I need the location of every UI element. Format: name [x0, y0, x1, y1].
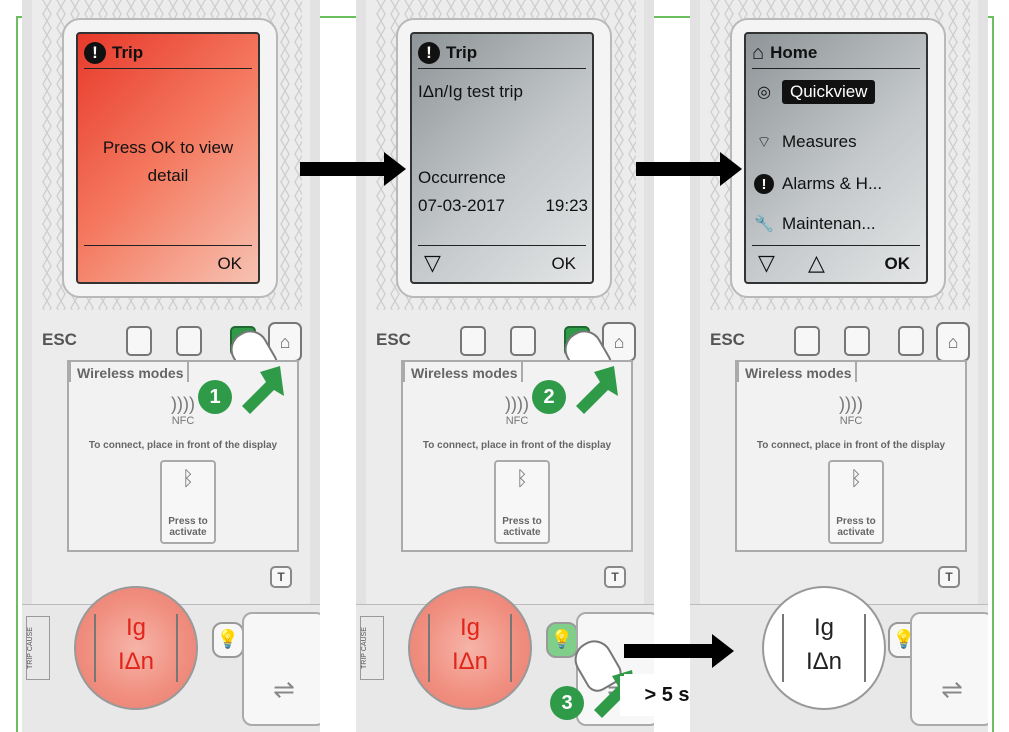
- flow-arrow-2: [636, 152, 742, 186]
- esc-label: ESC: [42, 330, 77, 349]
- keypad: ESC ⌂: [710, 322, 970, 362]
- wireless-tab: Wireless modes: [737, 360, 857, 382]
- bluetooth-icon: ᛒ: [182, 468, 194, 490]
- measures-icon: ⌔: [756, 134, 772, 151]
- nfc-icon: )))): [171, 394, 195, 414]
- flow-arrow-1: [300, 152, 406, 186]
- wireless-box: Wireless modes )))) NFC To connect, plac…: [735, 360, 967, 552]
- screen-title: Trip: [112, 43, 144, 62]
- wireless-tab: Wireless modes: [69, 360, 189, 382]
- connect-text: To connect, place in front of the displa…: [88, 440, 278, 451]
- up-icon: △: [808, 250, 825, 275]
- nfc-label: NFC: [505, 415, 529, 427]
- device-panel-3: ⌂ Home ◎ Quickview ⌔ Measures ! Alarms &…: [690, 0, 988, 732]
- device-panel-2: ! Trip IΔn/Ig test trip Occurrence 07-03…: [356, 0, 654, 732]
- wireless-box: Wireless modes )))) NFC To connect, plac…: [401, 360, 633, 552]
- ok-softkey-label: OK: [551, 254, 576, 273]
- bulb-button[interactable]: 💡: [546, 622, 578, 658]
- ok-key[interactable]: [898, 326, 924, 356]
- home-button[interactable]: ⌂: [936, 322, 970, 362]
- occurrence-date: 07-03-2017: [418, 196, 505, 215]
- down-icon: ▽: [758, 250, 775, 275]
- test-key[interactable]: T: [938, 566, 960, 588]
- home-icon: ⌂: [613, 331, 625, 352]
- bluetooth-icon: ᛒ: [516, 468, 528, 490]
- bluetooth-icon: ᛒ: [850, 468, 862, 490]
- middle-key[interactable]: [510, 326, 536, 356]
- idn-led-label: IΔn: [805, 648, 843, 675]
- esc-label: ESC: [710, 330, 745, 349]
- alert-icon: !: [84, 42, 106, 64]
- screen-title: Trip: [446, 43, 478, 62]
- screen-title: Home: [770, 43, 818, 62]
- nfc-icon: )))): [839, 394, 863, 414]
- display-screen: ! Trip Press OK to view detail OK: [76, 32, 260, 284]
- bulb-button[interactable]: 💡: [212, 622, 244, 658]
- idn-led-label: IΔn: [117, 648, 155, 675]
- down-icon: ▽: [424, 250, 441, 275]
- test-key[interactable]: T: [270, 566, 292, 588]
- bulb-icon: 💡: [892, 629, 916, 649]
- usb-port: ⇌: [242, 612, 320, 726]
- nfc-icon: )))): [505, 394, 529, 414]
- display-screen: ! Trip IΔn/Ig test trip Occurrence 07-03…: [410, 32, 594, 284]
- left-key[interactable]: [126, 326, 152, 356]
- home-button[interactable]: ⌂: [268, 322, 302, 362]
- trip-cause-label: TRIP CAUSE: [360, 616, 384, 680]
- usb-port: ⇌: [910, 612, 988, 726]
- step-badge-3: 3: [550, 686, 584, 720]
- bulb-icon: 💡: [216, 629, 240, 649]
- middle-key[interactable]: [844, 326, 870, 356]
- step-badge-1: 1: [198, 380, 232, 414]
- menu-item-alarms[interactable]: ! Alarms & H...: [754, 170, 882, 198]
- esc-label: ESC: [376, 330, 411, 349]
- home-icon: ⌂: [947, 331, 959, 352]
- press-arrow-1: [242, 366, 284, 414]
- occurrence-label: Occurrence: [418, 168, 506, 187]
- flow-arrow-3: [624, 634, 734, 668]
- device-panel-1: ! Trip Press OK to view detail OK ESC ⌂ …: [22, 0, 320, 732]
- menu-item-quickview[interactable]: ◎ Quickview: [754, 78, 876, 106]
- alert-icon: !: [418, 42, 440, 64]
- middle-key[interactable]: [176, 326, 202, 356]
- menu-item-measures[interactable]: ⌔ Measures: [754, 128, 856, 156]
- connect-text: To connect, place in front of the displa…: [756, 440, 946, 451]
- trip-cause-label: TRIP CAUSE: [26, 616, 50, 680]
- occurrence-time: 19:23: [545, 196, 588, 215]
- usb-icon: ⇌: [941, 674, 963, 704]
- step-badge-2: 2: [532, 380, 566, 414]
- ig-led-label: Ig: [813, 614, 834, 641]
- menu-item-maintenance[interactable]: 🔧 Maintenan...: [754, 214, 876, 233]
- screen-body: Press OK to view detail: [102, 138, 234, 185]
- nfc-label: NFC: [171, 415, 195, 427]
- wireless-box: Wireless modes )))) NFC To connect, plac…: [67, 360, 299, 552]
- press-arrow-2: [576, 366, 618, 414]
- display-screen: ⌂ Home ◎ Quickview ⌔ Measures ! Alarms &…: [744, 32, 928, 284]
- wrench-icon: 🔧: [754, 216, 774, 233]
- nfc-label: NFC: [839, 415, 863, 427]
- home-icon: ⌂: [752, 41, 765, 64]
- idn-led-label: IΔn: [451, 648, 489, 675]
- left-key[interactable]: [794, 326, 820, 356]
- eye-icon: ◎: [757, 84, 771, 101]
- ig-led-label: Ig: [459, 614, 480, 641]
- ok-softkey-label: OK: [217, 254, 242, 273]
- wireless-tab: Wireless modes: [403, 360, 523, 382]
- test-key[interactable]: T: [604, 566, 626, 588]
- ig-led-label: Ig: [125, 614, 146, 641]
- connect-text: To connect, place in front of the displa…: [422, 440, 612, 451]
- left-key[interactable]: [460, 326, 486, 356]
- ok-softkey-label: OK: [884, 254, 911, 273]
- trip-cause-bubble: Ig IΔn: [408, 586, 532, 710]
- trip-description: IΔn/Ig test trip: [418, 82, 523, 101]
- usb-icon: ⇌: [273, 674, 295, 704]
- bulb-icon: 💡: [550, 629, 574, 649]
- home-icon: ⌂: [279, 331, 291, 352]
- trip-cause-bubble: Ig IΔn: [74, 586, 198, 710]
- trip-cause-bubble-cleared: Ig IΔn: [762, 586, 886, 710]
- alert-icon: !: [754, 174, 774, 194]
